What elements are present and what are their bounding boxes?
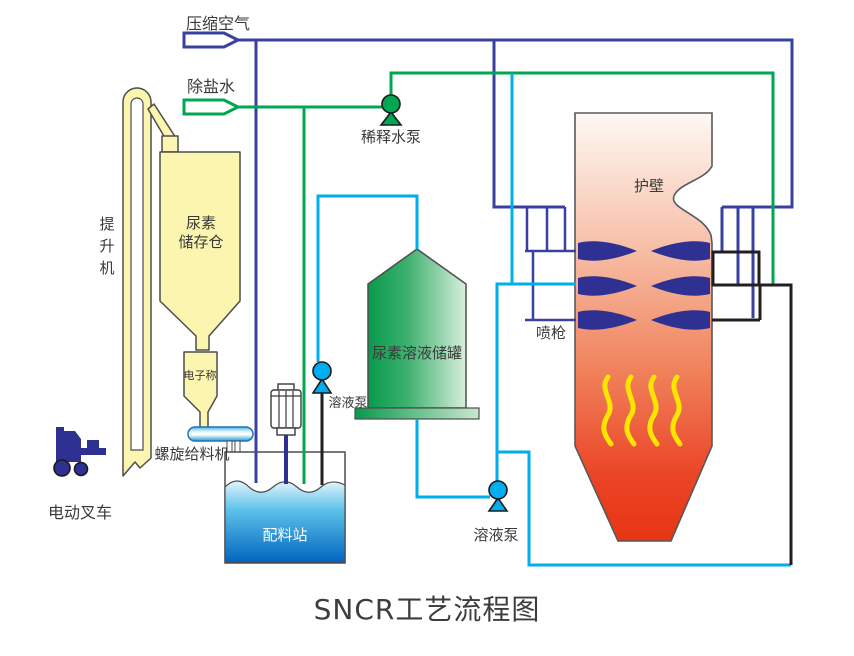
agitator-motor	[270, 383, 302, 436]
label-compressed-air: 压缩空气	[186, 14, 250, 33]
compressed-air-left-branch	[492, 40, 565, 209]
label-spray-lance: 喷枪	[536, 324, 566, 342]
bucket-elevator	[122, 87, 177, 477]
label-solution-pump-lower: 溶液泵	[473, 526, 518, 544]
solution-pump-lower-icon	[487, 480, 509, 512]
label-elevator: 升	[99, 237, 114, 255]
tank-outlet-pipe	[415, 419, 490, 499]
right-lance-box	[711, 250, 761, 287]
label-batching-station: 配料站	[262, 526, 307, 544]
screw-feeder	[187, 426, 254, 453]
feeder-leg	[234, 440, 241, 453]
label-elevator: 提	[99, 215, 114, 233]
page-title: SNCR工艺流程图	[314, 593, 541, 626]
tank-body	[367, 248, 467, 409]
flame-icons	[601, 374, 683, 447]
label-urea-solution-tank: 尿素溶液储罐	[372, 344, 462, 362]
label-urea-silo: 尿素	[186, 214, 216, 232]
solution-pump-upper-icon	[311, 361, 333, 394]
right-lance-box2	[712, 285, 762, 322]
label-electronic-scale: 电子称	[184, 368, 217, 382]
boiler-furnace	[574, 112, 713, 542]
screw-feeder-cylinder	[187, 426, 254, 442]
dilution-water-pump-icon	[379, 94, 403, 126]
label-demin-water: 除盐水	[187, 77, 235, 96]
electronic-scale	[183, 351, 218, 430]
dilution-water-pipe	[389, 71, 775, 284]
forklift-icon	[53, 427, 106, 477]
compressed-air-flag	[182, 31, 242, 49]
elevator-slot	[130, 97, 144, 451]
label-screw-feeder: 螺旋给料机	[154, 445, 229, 463]
urea-storage-silo	[159, 135, 241, 351]
demin-water-flag	[182, 98, 242, 116]
label-dilution-pump: 稀释水泵	[361, 128, 421, 146]
urea-solution-tank	[354, 248, 480, 420]
left-lance-header	[525, 207, 576, 322]
solution-fill-pipe	[316, 194, 419, 362]
label-forklift: 电动叉车	[48, 503, 112, 522]
solution-bottom-loop	[497, 450, 791, 567]
compressed-air-main-pipe	[238, 38, 794, 209]
batching-liquid	[224, 480, 346, 563]
label-solution-pump-upper: 溶液泵	[328, 396, 367, 411]
solution-riser-pipe	[495, 282, 576, 481]
silo-inlet	[161, 135, 179, 153]
tank-base	[354, 407, 480, 420]
label-furnace-wall: 护壁	[634, 177, 664, 195]
label-elevator: 机	[99, 259, 114, 277]
compressed-air-right-drops	[720, 207, 755, 318]
label-urea-silo: 储存仓	[178, 233, 223, 251]
injection-jet-icons	[578, 241, 710, 330]
pipes	[238, 38, 794, 567]
silo-body	[159, 151, 241, 351]
right-return-pipe	[712, 283, 793, 565]
